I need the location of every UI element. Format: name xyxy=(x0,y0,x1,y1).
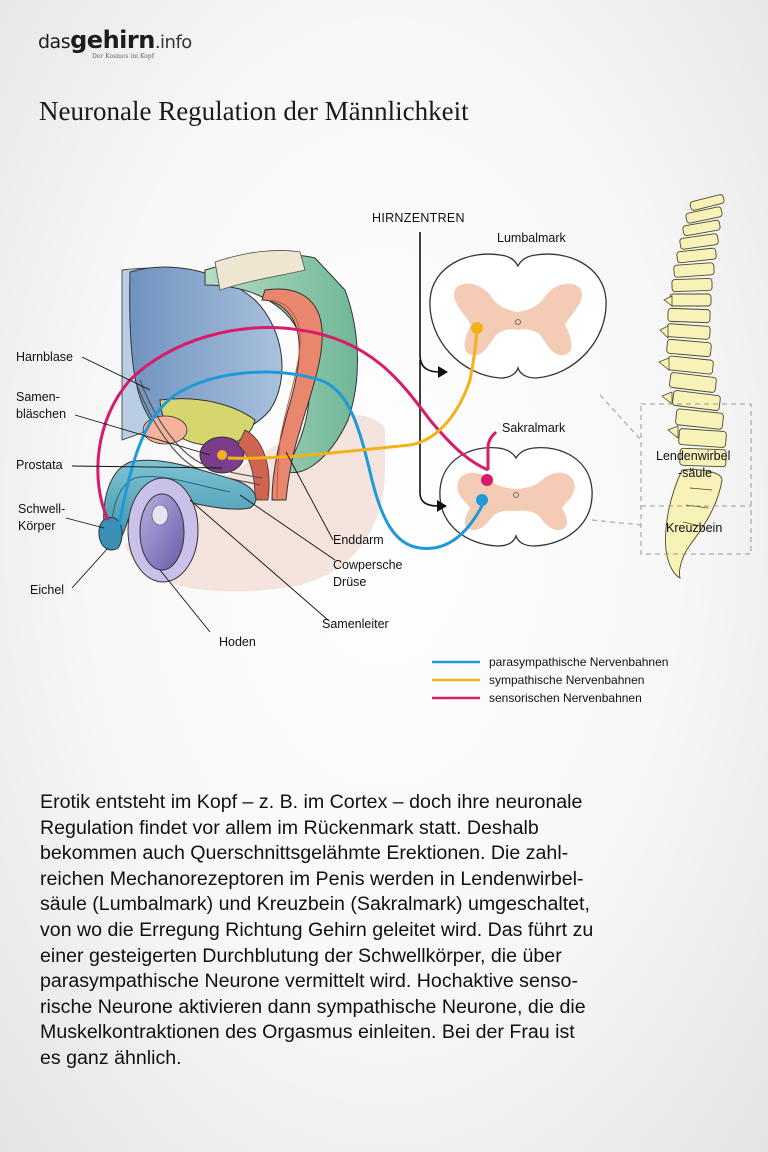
label-sakralmark: Sakralmark xyxy=(502,421,566,435)
label-lendenwirbel-2: -säule xyxy=(678,466,712,480)
spine-illustration xyxy=(658,194,727,579)
body-line: Regulation findet vor allem im Rückenmar… xyxy=(40,816,539,839)
label-lendenwirbel-1: Lendenwirbel xyxy=(656,449,730,463)
logo-gehirn: gehirn xyxy=(70,26,155,54)
lumbalmark-section xyxy=(429,253,607,379)
hoden-organ xyxy=(139,493,185,571)
indicator-lines xyxy=(591,394,752,555)
site-logo[interactable]: dasgehirn.info Der Kosmos im Kopf xyxy=(38,26,192,60)
label-cowper-2: Drüse xyxy=(333,575,366,589)
logo-tagline: Der Kosmos im Kopf xyxy=(92,53,154,60)
label-samen-2: bläschen xyxy=(16,407,66,421)
sympathetic-pathway xyxy=(227,327,479,460)
diagram-labels: HIRNZENTREN Lumbalmark Sakralmark Harnbl… xyxy=(16,211,730,649)
body-line: rische Neurone aktivieren dann sympathis… xyxy=(40,995,586,1018)
body-line: reichen Mechanorezeptoren im Penis werde… xyxy=(40,867,584,890)
eichel-organ xyxy=(98,516,123,551)
label-cowper-1: Cowpersche xyxy=(333,558,403,572)
label-samenleiter: Samenleiter xyxy=(322,617,389,631)
body-line: parasympathische Neurone vermittelt wird… xyxy=(40,970,578,993)
back-muscle xyxy=(204,254,358,473)
pubic-bone xyxy=(142,415,188,445)
logo-das: das xyxy=(38,31,71,53)
kreuzbein-bone xyxy=(665,469,723,579)
parasympathetic-pathway xyxy=(116,370,486,550)
label-eichel: Eichel xyxy=(30,583,64,597)
legend-label-sympathetic: sympathische Nervenbahnen xyxy=(489,673,644,687)
legend-label-sensory: sensorischen Nervenbahnen xyxy=(489,691,642,705)
body-line: säule (Lumbalmark) und Kreuzbein (Sakral… xyxy=(40,893,590,916)
legend-label-parasympathetic: parasympathische Nervenbahnen xyxy=(489,655,668,669)
pelvic-floor xyxy=(237,429,270,501)
description-text: Erotik entsteht im Kopf – z. B. im Corte… xyxy=(40,790,740,1072)
label-hoden: Hoden xyxy=(219,635,256,649)
sympathetic-neuron-node xyxy=(471,322,483,334)
schwellkoerper-organ xyxy=(103,459,257,549)
label-hirnzentren: HIRNZENTREN xyxy=(372,211,465,225)
sensory-pathway xyxy=(96,326,489,521)
nerve-pathways xyxy=(96,322,498,550)
hirnzentren-arrows xyxy=(419,232,448,512)
label-schwell-2: Körper xyxy=(18,519,56,533)
body-line: Erotik entsteht im Kopf – z. B. im Corte… xyxy=(40,791,583,813)
enddarm-organ xyxy=(261,288,323,501)
body-line: einer gesteigerten Durchblutung der Schw… xyxy=(40,944,562,967)
page-title: Neuronale Regulation der Männlichkeit xyxy=(39,96,469,126)
sakralmark-section xyxy=(439,446,593,547)
sakralmark-gray-matter xyxy=(457,472,575,531)
logo-suffix: .info xyxy=(154,32,192,53)
sensory-neuron-node xyxy=(481,474,493,486)
label-schwell-1: Schwell- xyxy=(18,502,65,516)
label-prostata: Prostata xyxy=(16,458,63,472)
sacrum-bone xyxy=(214,250,306,291)
body-line: es ganz ähnlich. xyxy=(40,1046,182,1069)
body-line: Muskelkontraktionen des Orgasmus einleit… xyxy=(40,1021,575,1044)
label-harnblase: Harnblase xyxy=(16,350,73,364)
legend: parasympathische Nervenbahnen sympathisc… xyxy=(432,655,668,705)
parasympathetic-neuron-node xyxy=(476,494,488,506)
anatomy-diagram: HIRNZENTREN Lumbalmark Sakralmark Harnbl… xyxy=(16,194,752,705)
pelvis-anatomy xyxy=(98,250,385,592)
label-lumbalmark: Lumbalmark xyxy=(497,231,567,245)
label-samen-1: Samen- xyxy=(16,390,60,404)
leader-lines xyxy=(65,356,336,633)
body-line: bekommen auch Querschnittsgelähmte Erekt… xyxy=(40,842,569,865)
label-enddarm: Enddarm xyxy=(333,533,384,547)
label-kreuzbein: Kreuzbein xyxy=(666,521,722,535)
body-line: von wo die Erregung Richtung Gehirn gele… xyxy=(40,918,594,941)
